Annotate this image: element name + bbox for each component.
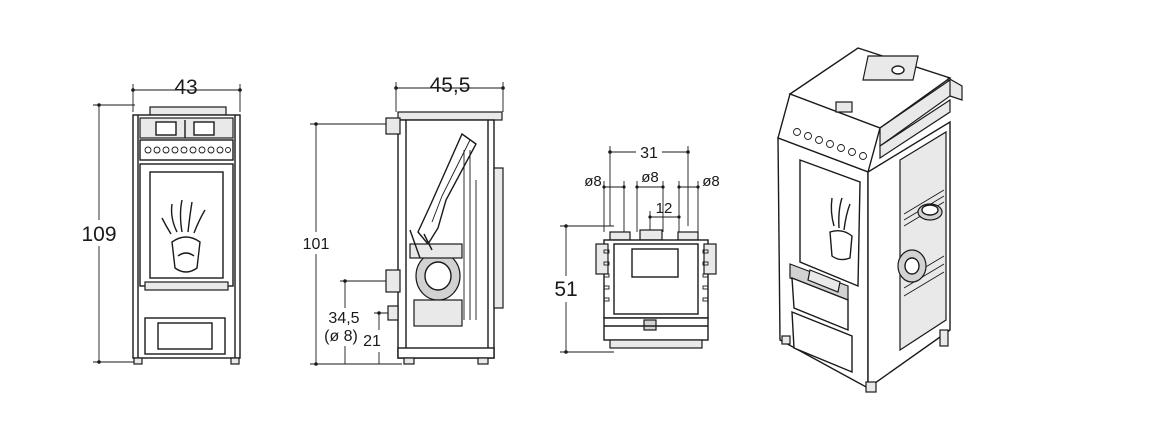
- side-height-label: 101: [303, 236, 330, 253]
- side-view: 45,5 101 34,5 (ø 8) 21: [297, 74, 505, 366]
- back-left-hole-label: ø8: [584, 173, 602, 190]
- back-center-hole-label: ø8: [641, 169, 659, 186]
- back-view: 31 ø8 ø8 ø8 12 51: [548, 142, 720, 354]
- front-width-label: 43: [174, 76, 197, 99]
- side-flue-diameter-label: (ø 8): [324, 328, 358, 345]
- side-low-outlet-label: 21: [363, 333, 381, 350]
- perspective-flame-icon: [829, 197, 853, 261]
- perspective-vent-holes: [793, 128, 867, 160]
- back-right-hole-label: ø8: [702, 173, 720, 190]
- back-side-slots: [603, 249, 709, 302]
- front-view: 43 109: [74, 76, 242, 365]
- back-offset-label: 12: [656, 200, 673, 217]
- side-flue-height-label: 34,5: [328, 310, 359, 327]
- side-depth-label: 45,5: [430, 74, 471, 97]
- flame-icon: [161, 199, 206, 273]
- perspective-view: [777, 47, 963, 393]
- back-height-label: 51: [554, 278, 577, 301]
- front-height-label: 109: [81, 223, 116, 246]
- back-spacing-label: 31: [640, 145, 658, 162]
- front-vent-holes: [144, 146, 231, 154]
